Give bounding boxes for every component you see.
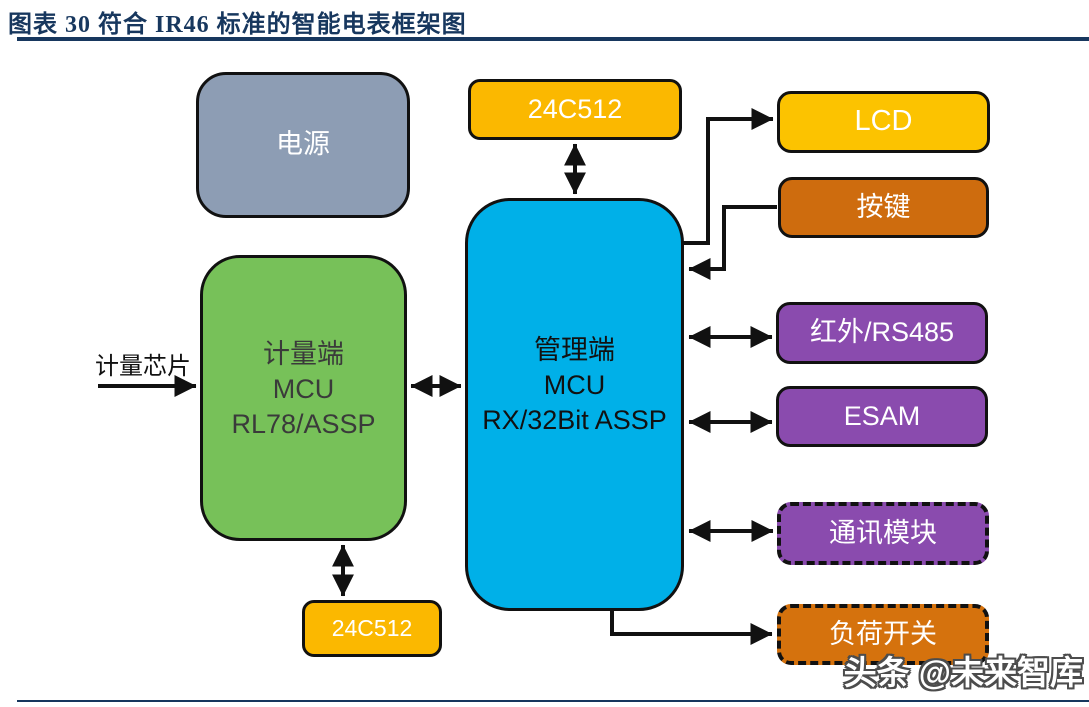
node-comm-module-label: 通讯模块: [829, 517, 937, 548]
connector-management-to-load: [610, 611, 773, 645]
connector-management-to-lcd: [683, 108, 774, 245]
node-management-mcu: 管理端 MCU RX/32Bit ASSP: [465, 198, 684, 611]
node-eeprom-top-label: 24C512: [527, 93, 623, 124]
bottom-rule: [17, 700, 1089, 702]
node-management-mcu-label: 管理端 MCU RX/32Bit ASSP: [482, 335, 667, 435]
node-infrared-rs485-label: 红外/RS485: [809, 317, 955, 348]
node-comm-module: 通讯模块: [777, 502, 989, 565]
node-metering-mcu: 计量端 MCU RL78/ASSP: [200, 255, 407, 541]
node-metering-mcu-label: 计量端 MCU RL78/ASSP: [231, 338, 376, 439]
node-power-supply-label: 电源: [276, 129, 330, 160]
node-load-switch: 负荷开关: [777, 604, 989, 665]
watermark-text: 头条 @未来智库: [843, 654, 1083, 691]
metering-chip-input-label: 计量芯片: [95, 353, 191, 380]
figure-title: 图表 30 符合 IR46 标准的智能电表框架图: [8, 12, 467, 38]
node-power-supply: 电源: [196, 72, 410, 218]
node-esam: ESAM: [776, 386, 988, 447]
node-esam-label: ESAM: [843, 400, 921, 431]
node-keys-label: 按键: [856, 191, 911, 222]
title-rule: [17, 37, 1089, 41]
connector-keys-to-management: [688, 205, 777, 280]
node-lcd: LCD: [777, 91, 990, 153]
node-eeprom-bottom: 24C512: [302, 600, 442, 657]
node-load-switch-label: 负荷开关: [829, 618, 937, 649]
node-infrared-rs485: 红外/RS485: [776, 302, 988, 364]
node-eeprom-top: 24C512: [468, 79, 682, 140]
node-lcd-label: LCD: [854, 105, 913, 138]
node-eeprom-bottom-label: 24C512: [331, 614, 413, 641]
node-keys: 按键: [778, 177, 989, 238]
